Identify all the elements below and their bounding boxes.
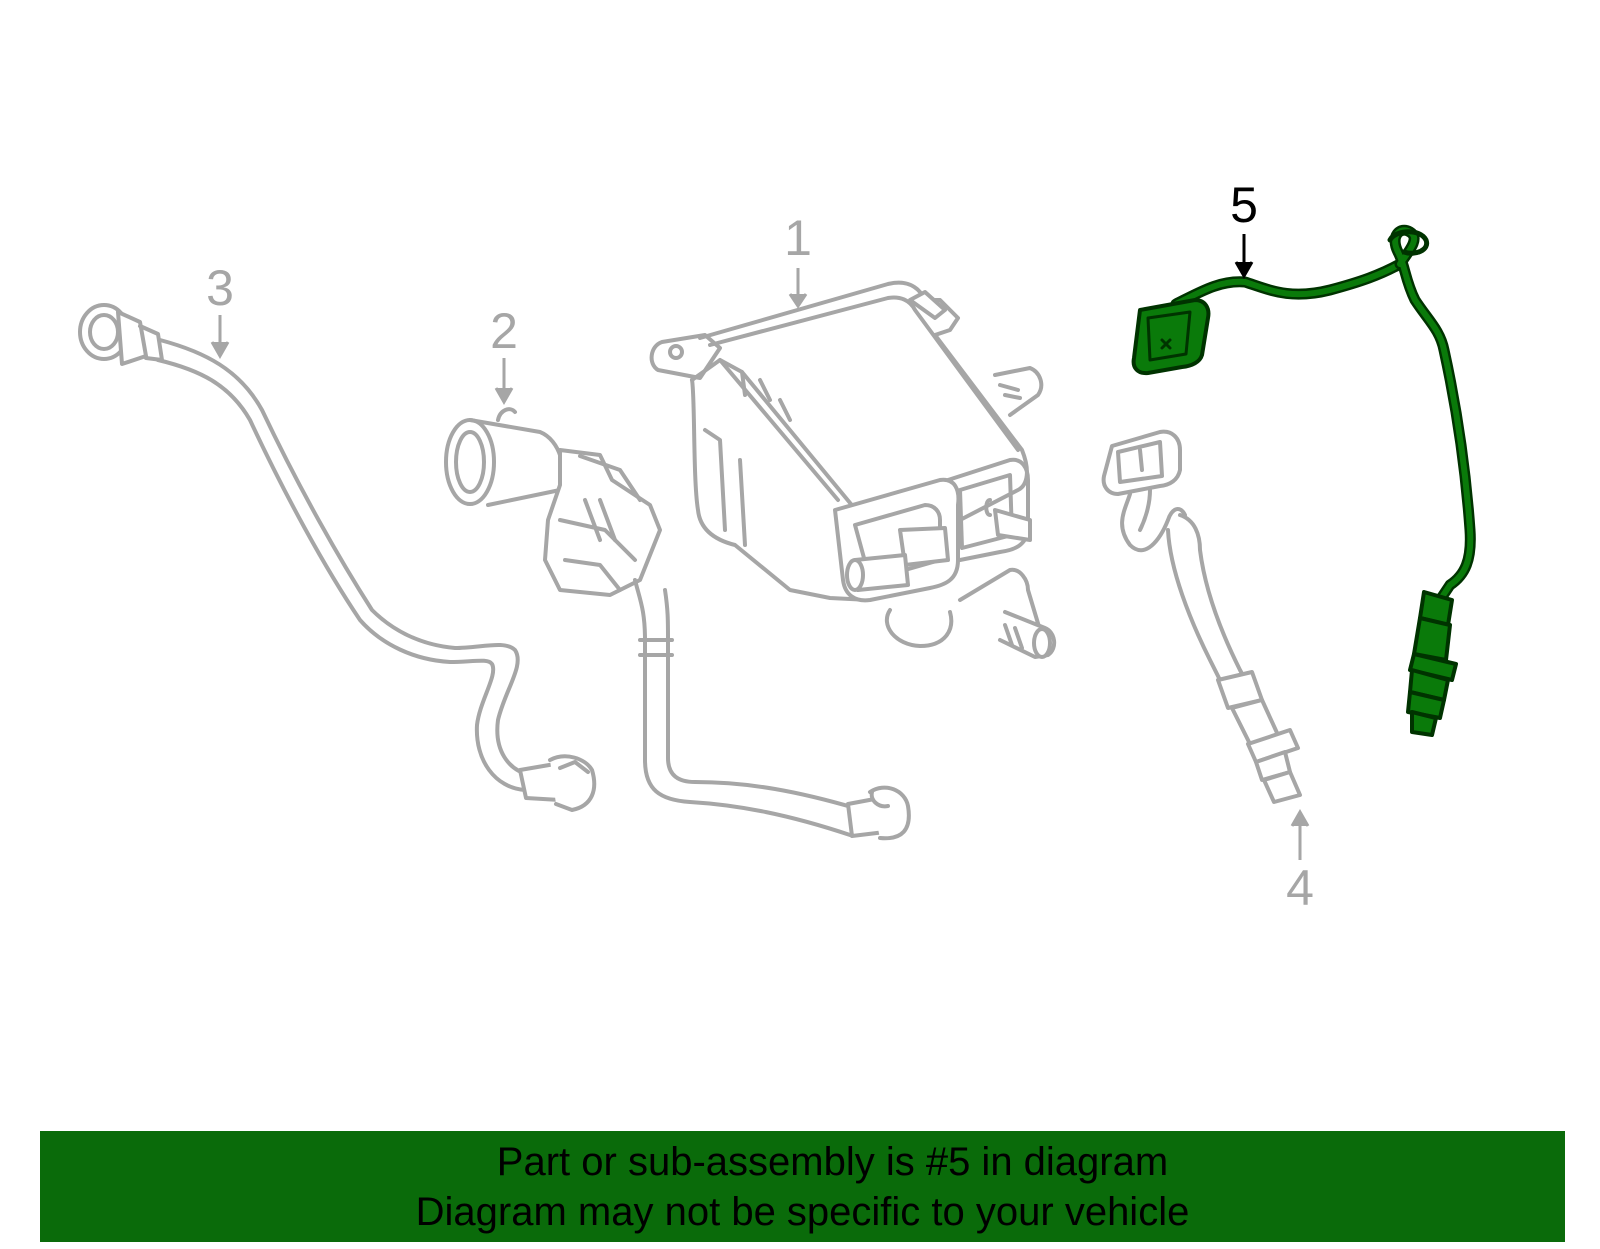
callout-label-5: 5 xyxy=(1230,177,1258,233)
callout-label-1: 1 xyxy=(784,210,812,266)
callout-label-3: 3 xyxy=(206,260,234,316)
part-5-oxygen-sensor-highlighted[interactable] xyxy=(1131,224,1476,737)
callout-label-4: 4 xyxy=(1286,860,1314,916)
callout-label-2: 2 xyxy=(490,303,518,359)
info-banner: Part or sub-assembly is #5 in diagram Di… xyxy=(40,1131,1565,1242)
banner-line-part-number: Part or sub-assembly is #5 in diagram xyxy=(496,1139,1169,1184)
part-1-charcoal-canister[interactable] xyxy=(649,280,1057,659)
part-2-purge-valve[interactable] xyxy=(444,407,911,841)
info-banner-background xyxy=(40,1131,1565,1242)
part-4-oxygen-sensor[interactable] xyxy=(1101,429,1302,804)
banner-line-disclaimer: Diagram may not be specific to your vehi… xyxy=(415,1189,1190,1234)
part-3-vapor-hose[interactable] xyxy=(78,303,597,812)
